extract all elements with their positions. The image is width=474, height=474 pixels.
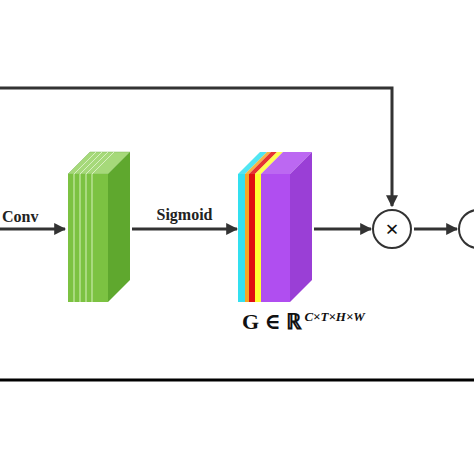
- block-shape: [68, 152, 130, 302]
- tensor-label: G ∈ ℝC×T×H×W: [242, 310, 365, 334]
- tensor-symbol: G ∈ ℝ: [242, 310, 302, 334]
- conv-feature-block: [68, 152, 130, 302]
- slice-line: [79, 174, 80, 302]
- input-arrow: [0, 228, 65, 231]
- block-front: [68, 174, 108, 302]
- channel-stripe: [255, 174, 261, 302]
- slice-line: [74, 152, 96, 174]
- block-side: [290, 152, 312, 302]
- slice-line: [85, 174, 86, 302]
- block-side: [108, 152, 130, 302]
- slice-line: [73, 174, 74, 302]
- channel-stripe: [261, 174, 290, 302]
- slice-line: [91, 174, 92, 302]
- frame-line: [0, 379, 474, 382]
- slice-line: [92, 152, 114, 174]
- slice-line: [80, 152, 102, 174]
- edge-label: Sigmoid: [156, 206, 212, 224]
- flow-arrow: [314, 228, 371, 231]
- flow-arrow: [414, 228, 457, 231]
- channel-stripe: [249, 174, 255, 302]
- slice-line: [86, 152, 108, 174]
- multiply-circle: ×: [372, 209, 412, 249]
- flow-arrow: [132, 228, 237, 231]
- channel-stripe: [238, 174, 245, 302]
- block-shape: [238, 152, 312, 302]
- channel-stripe: [245, 174, 249, 302]
- skip-line: [0, 88, 392, 206]
- layer-label: Conv: [2, 208, 38, 226]
- gate-tensor-block: G ∈ ℝC×T×H×W: [238, 152, 312, 302]
- output-circle: [458, 209, 474, 249]
- tensor-shape: C×T×H×W: [304, 310, 365, 324]
- operator-symbol: ×: [385, 217, 399, 241]
